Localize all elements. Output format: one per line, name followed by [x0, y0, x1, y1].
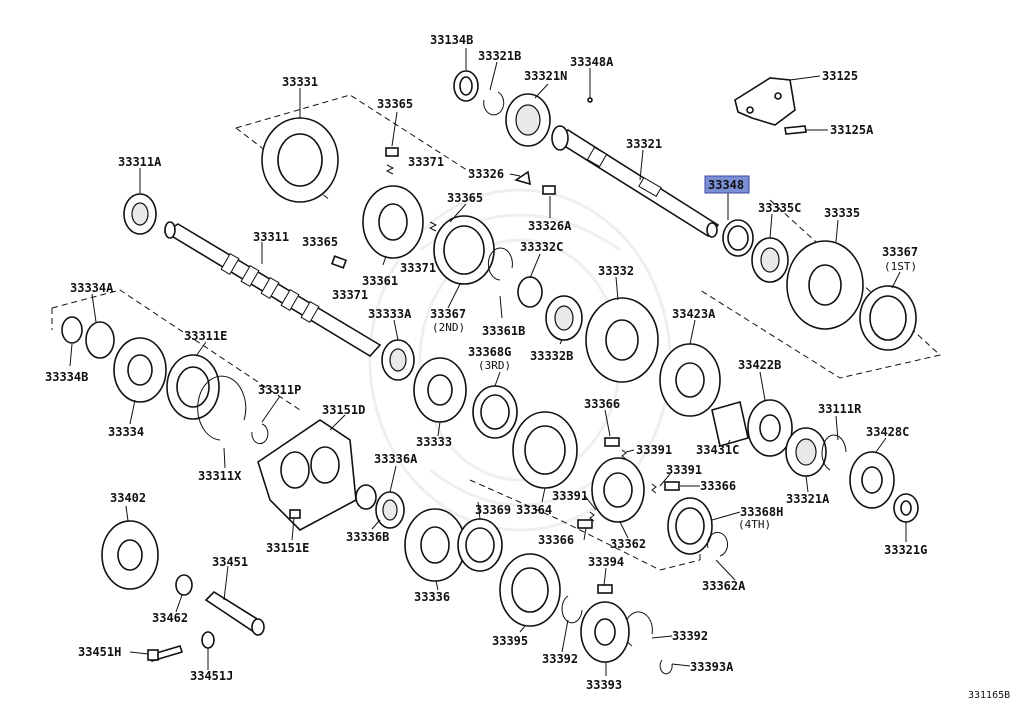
label-33332C[interactable]: 33332C [520, 240, 563, 254]
label-33366-c[interactable]: 33366 [538, 533, 574, 547]
label-33392-a[interactable]: 33392 [672, 629, 708, 643]
label-33364[interactable]: 33364 [516, 503, 552, 517]
label-33369[interactable]: 33369 [475, 503, 511, 517]
label-33365-a[interactable]: 33365 [377, 97, 413, 111]
highlight-box-33348 [704, 175, 750, 194]
label-33422B[interactable]: 33422B [738, 358, 781, 372]
label-33395[interactable]: 33395 [492, 634, 528, 648]
label-33336[interactable]: 33336 [414, 590, 450, 604]
label-33321G[interactable]: 33321G [884, 543, 927, 557]
label-33334A[interactable]: 33334A [70, 281, 114, 295]
label-33348[interactable]: 33348 [708, 178, 744, 192]
label-33394[interactable]: 33394 [588, 555, 624, 569]
label-33367-a[interactable]: 33367 [882, 245, 918, 259]
label-33391-c[interactable]: 33391 [552, 489, 588, 503]
label-33367-b[interactable]: 33367 [430, 307, 466, 321]
input-shaft-33311 [163, 221, 382, 358]
label-33462[interactable]: 33462 [152, 611, 188, 625]
part-shapes [61, 70, 919, 675]
label-4th: (4TH) [738, 518, 771, 531]
label-1st: (1ST) [884, 260, 917, 273]
label-33366-a[interactable]: 33366 [584, 397, 620, 411]
label-33391-b[interactable]: 33391 [666, 463, 702, 477]
label-33392-b[interactable]: 33392 [542, 652, 578, 666]
label-33362[interactable]: 33362 [610, 537, 646, 551]
label-33333A[interactable]: 33333A [368, 307, 412, 321]
label-33321B[interactable]: 33321B [478, 49, 521, 63]
label-33335C[interactable]: 33335C [758, 201, 801, 215]
label-33321A[interactable]: 33321A [786, 492, 830, 506]
label-33336B[interactable]: 33336B [346, 530, 389, 544]
label-33391-a[interactable]: 33391 [636, 443, 672, 457]
figure-code: 331165B [968, 690, 1010, 701]
label-33311X[interactable]: 33311X [198, 469, 242, 483]
label-33326[interactable]: 33326 [468, 167, 504, 181]
leader-lines [69, 48, 907, 676]
output-shaft-33321 [551, 125, 720, 238]
label-33428C[interactable]: 33428C [866, 425, 909, 439]
part-labels[interactable]: 33134B 33321B 33348A 33321N 33125 33125A… [45, 33, 927, 692]
label-33151E[interactable]: 33151E [266, 541, 309, 555]
label-33332[interactable]: 33332 [598, 264, 634, 278]
label-33321[interactable]: 33321 [626, 137, 662, 151]
label-33326A[interactable]: 33326A [528, 219, 572, 233]
label-33371-c[interactable]: 33371 [332, 288, 368, 302]
label-33151D[interactable]: 33151D [322, 403, 365, 417]
label-33393[interactable]: 33393 [586, 678, 622, 692]
label-33365-c[interactable]: 33365 [302, 235, 338, 249]
label-33402[interactable]: 33402 [110, 491, 146, 505]
label-33311E[interactable]: 33311E [184, 329, 227, 343]
label-33431C[interactable]: 33431C [696, 443, 739, 457]
label-33393A[interactable]: 33393A [690, 660, 734, 674]
label-33368G[interactable]: 33368G [468, 345, 511, 359]
label-33334B[interactable]: 33334B [45, 370, 88, 384]
label-33371-a[interactable]: 33371 [408, 155, 444, 169]
label-33125[interactable]: 33125 [822, 69, 858, 83]
label-33423A[interactable]: 33423A [672, 307, 716, 321]
label-33333[interactable]: 33333 [416, 435, 452, 449]
label-33366-b[interactable]: 33366 [700, 479, 736, 493]
label-3rd: (3RD) [478, 359, 511, 372]
label-33365-b[interactable]: 33365 [447, 191, 483, 205]
label-33311[interactable]: 33311 [253, 230, 289, 244]
label-33361[interactable]: 33361 [362, 274, 398, 288]
label-33361B[interactable]: 33361B [482, 324, 525, 338]
label-33451[interactable]: 33451 [212, 555, 248, 569]
label-33451J[interactable]: 33451J [190, 669, 233, 683]
label-33331[interactable]: 33331 [282, 75, 318, 89]
label-33125A[interactable]: 33125A [830, 123, 874, 137]
label-33368H[interactable]: 33368H [740, 505, 783, 519]
label-33371-b[interactable]: 33371 [400, 261, 436, 275]
label-33362A[interactable]: 33362A [702, 579, 746, 593]
label-33134B[interactable]: 33134B [430, 33, 473, 47]
label-33111R[interactable]: 33111R [818, 402, 862, 416]
label-2nd: (2ND) [432, 321, 465, 334]
label-33335[interactable]: 33335 [824, 206, 860, 220]
label-33311P[interactable]: 33311P [258, 383, 301, 397]
label-33348A[interactable]: 33348A [570, 55, 614, 69]
label-33321N[interactable]: 33321N [524, 69, 567, 83]
label-33451H[interactable]: 33451H [78, 645, 121, 659]
label-33311A[interactable]: 33311A [118, 155, 162, 169]
label-33336A[interactable]: 33336A [374, 452, 418, 466]
label-33332B[interactable]: 33332B [530, 349, 573, 363]
label-33334[interactable]: 33334 [108, 425, 144, 439]
